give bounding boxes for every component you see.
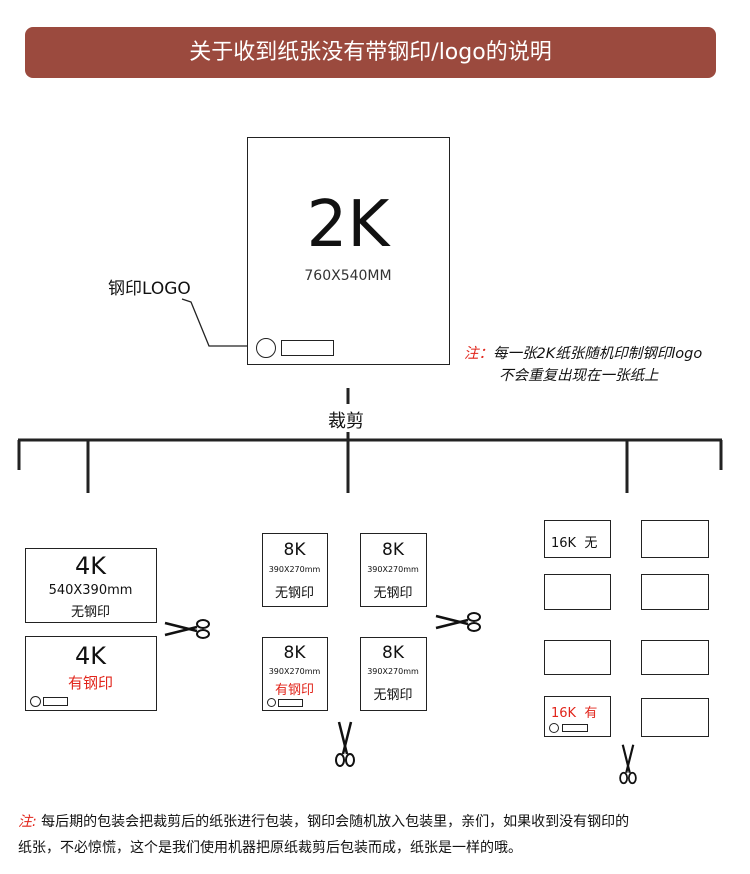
sheet-4k-2: 4K 有钢印 — [25, 636, 157, 711]
logo-callout-line — [181, 298, 252, 347]
sheet-16k-5 — [544, 640, 611, 675]
footer-note-line2: 纸张，不必惊慌，这个是我们使用机器把原纸裁剪后包装而成，纸张是一样的哦。 — [18, 840, 522, 856]
sheet-8k-1-dims: 390X270mm — [268, 565, 321, 574]
sheet-16k-7-label: 16K 有 — [551, 706, 598, 721]
sheet-16k-2 — [641, 520, 709, 558]
scissors-icon — [435, 612, 481, 632]
banner-title: 关于收到纸张没有带钢印/logo的说明 — [189, 40, 552, 65]
title-banner: 关于收到纸张没有带钢印/logo的说明 — [25, 27, 716, 78]
logo-rect — [562, 724, 588, 732]
sheet-16k-6 — [641, 640, 709, 675]
scissors-icon — [619, 744, 637, 785]
sheet-16k-1-label: 16K 无 — [551, 536, 598, 551]
sheet-4k-1: 4K 540X390mm 无钢印 — [25, 548, 157, 623]
sheet-8k-3-status: 有钢印 — [274, 683, 314, 698]
cut-label: 裁剪 — [328, 411, 364, 432]
logo-rect — [278, 699, 303, 707]
sheet-8k-4-dims: 390X270mm — [367, 667, 419, 676]
sheet-8k-4: 8K 390X270mm 无钢印 — [360, 637, 427, 711]
sheet-8k-3: 8K 390X270mm 有钢印 — [262, 637, 328, 711]
logo-callout-label: 钢印LOGO — [108, 279, 191, 299]
sheet-2k-size: 2K — [306, 188, 390, 262]
sheet-16k-8 — [641, 698, 709, 737]
sheet-16k-1: 16K 无 — [544, 520, 611, 558]
scissors-icon — [164, 619, 210, 639]
steel-seal-circle — [256, 338, 276, 358]
side-note-line2: 不会重复出现在一张纸上 — [499, 368, 659, 384]
sheet-8k-1-status: 无钢印 — [274, 586, 314, 601]
sheet-4k-2-status: 有钢印 — [67, 674, 113, 692]
sheet-8k-3-size: 8K — [283, 643, 306, 663]
sheet-2k: 2K 760X540MM — [247, 137, 450, 365]
side-note-line1: 每一张2K纸张随机印制钢印logo — [493, 346, 703, 362]
logo-rect — [43, 697, 68, 706]
sheet-4k-1-status: 无钢印 — [70, 605, 110, 620]
sheet-4k-1-dims: 540X390mm — [48, 583, 133, 598]
sheet-8k-3-dims: 390X270mm — [268, 667, 321, 676]
sheet-4k-1-size: 4K — [74, 552, 106, 580]
scissors-icon — [335, 721, 355, 767]
sheet-16k-7: 16K 有 — [544, 696, 611, 737]
steel-seal-circle — [549, 723, 559, 733]
sheet-8k-2-status: 无钢印 — [373, 586, 413, 601]
sheet-8k-1: 8K 390X270mm 无钢印 — [262, 533, 328, 607]
steel-seal-circle — [30, 696, 41, 707]
sheet-8k-2-dims: 390X270mm — [367, 565, 419, 574]
side-note-prefix: 注： — [464, 346, 493, 362]
sheet-4k-2-size: 4K — [74, 642, 106, 670]
sheet-16k-3 — [544, 574, 611, 610]
footer-note: 注: 每后期的包装会把裁剪后的纸张进行包装，钢印会随机放入包装里，亲们，如果收到… — [18, 809, 738, 861]
sheet-2k-dims: 760X540MM — [304, 268, 392, 284]
footer-note-prefix: 注: — [18, 814, 37, 830]
side-note: 注：每一张2K纸张随机印制钢印logo 不会重复出现在一张纸上 — [464, 343, 744, 387]
sheet-8k-2-size: 8K — [382, 540, 404, 560]
sheet-8k-1-size: 8K — [283, 540, 306, 560]
sheet-16k-4 — [641, 574, 709, 610]
sheet-8k-4-status: 无钢印 — [373, 688, 413, 703]
sheet-8k-4-size: 8K — [382, 643, 404, 663]
logo-rect — [281, 340, 334, 356]
footer-note-line1: 每后期的包装会把裁剪后的纸张进行包装，钢印会随机放入包装里，亲们，如果收到没有钢… — [36, 814, 630, 830]
sheet-8k-2: 8K 390X270mm 无钢印 — [360, 533, 427, 607]
steel-seal-circle — [267, 698, 276, 707]
